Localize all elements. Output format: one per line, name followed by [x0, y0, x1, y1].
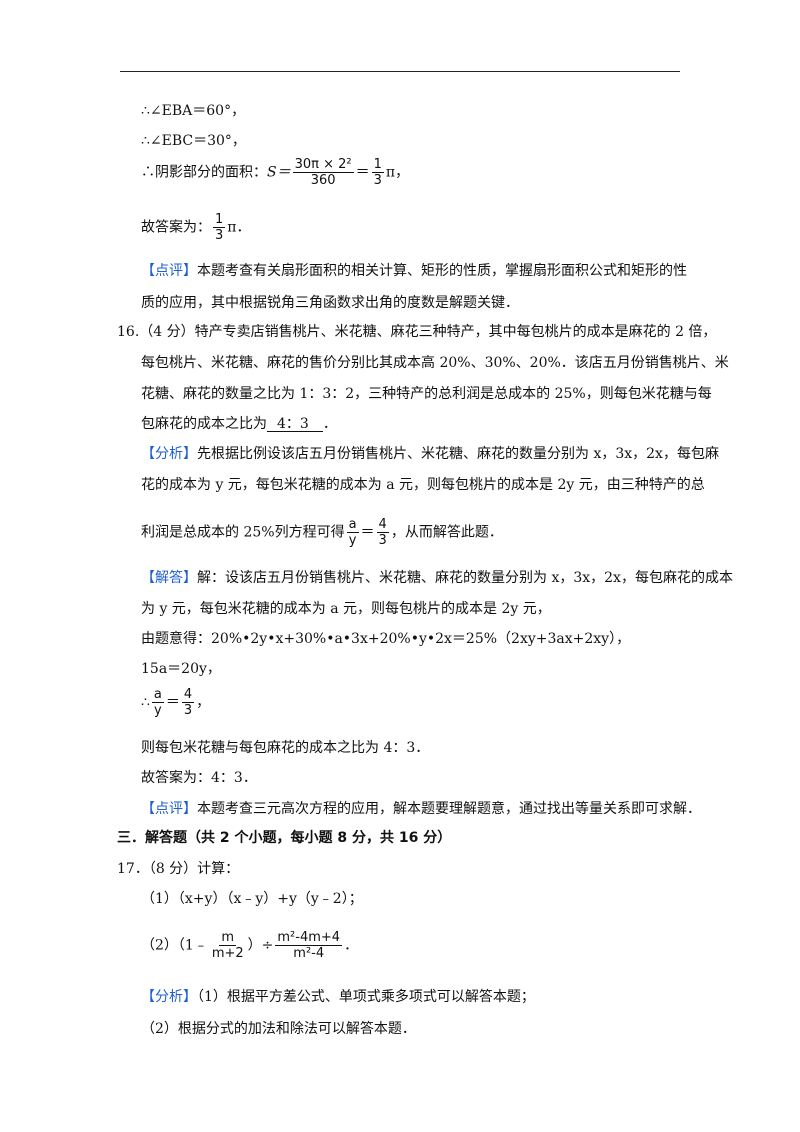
numerator: 4 [376, 517, 389, 533]
header-rule [120, 71, 680, 72]
text: π． [227, 219, 251, 236]
variable: S＝ [267, 164, 291, 181]
numerator: m²-4m+4 [275, 930, 343, 946]
text-line: 15a＝20y， [141, 661, 221, 677]
text: π， [385, 164, 410, 181]
text: 本题考查有关扇形面积的相关计算、矩形的性质，掌握扇形面积公式和矩形的性 [197, 263, 687, 279]
text-line: （2）根据分式的加法和除法可以解答本题． [141, 1021, 416, 1037]
text-line: 质的应用，其中根据锐角三角函数求出角的度数是解题关键． [141, 295, 519, 311]
solution-line: 【解答】解：设该店五月份销售桃片、米花糖、麻花的数量分别为 x，3x，2x，每包… [141, 571, 733, 585]
analysis-tag: 【分析】 [141, 989, 197, 1005]
text: ， [196, 694, 211, 711]
text: 先根据比例设该店五月份销售桃片、米花糖、麻花的数量分别为 x，3x，2x，每包麻 [197, 446, 719, 462]
numerator: m [219, 930, 237, 946]
denominator: y [154, 703, 162, 718]
analysis-tag: 【分析】 [141, 446, 197, 462]
text: ，从而解答此题． [390, 524, 503, 541]
denominator: 360 [310, 173, 336, 188]
text: 故答案为： [141, 219, 211, 236]
numerator: 4 [181, 687, 195, 703]
denominator: 3 [373, 173, 382, 188]
answer-blank: 4：3 [267, 417, 323, 432]
numerator: 1 [213, 212, 226, 228]
text: 包麻花的成本之比为 [141, 416, 267, 432]
text-line: 花的成本为 y 元，每包米花糖的成本为 a 元，则每包桃片的成本是 2y 元，由… [141, 477, 705, 493]
text: 利润是总成本的 25%列方程可得 [141, 524, 345, 541]
numerator: 30π × 2² [292, 157, 354, 173]
text-line: 花糖、麻花的数量之比为 1：3：2，三种特产的总利润是总成本的 25%，则每包米… [141, 386, 712, 402]
equals: ＝ [165, 694, 180, 711]
text: ． [322, 416, 337, 432]
numerator: a [346, 517, 359, 533]
comment-tag: 【点评】 [141, 263, 197, 279]
text-line: 每包桃片、米花糖、麻花的售价分别比其成本高 20%、30%、20%．该店五月份销… [141, 355, 729, 371]
denominator: y [348, 533, 357, 548]
text: （2）（1﹣ [141, 937, 208, 954]
numerator: 1 [371, 157, 384, 173]
text-line: 则每包米花糖与每包麻花的成本之比为 4：3． [141, 740, 430, 756]
text-line: ∴∠EBC＝30°， [141, 133, 246, 149]
comment-tag: 【点评】 [141, 801, 197, 817]
denominator: 3 [183, 703, 193, 718]
analysis-line: 【分析】（1）根据平方差公式、单项式乘多项式可以解答本题； [141, 990, 535, 1004]
text-line: ∴∠EBA＝60°， [141, 103, 246, 119]
comment-line: 【点评】本题考查三元高次方程的应用，解本题要理解题意，通过找出等量关系即可求解． [141, 802, 701, 816]
question-line: 16.（4 分）特产专卖店销售桃片、米花糖、麻花三种特产，其中每包桃片的成本是麻… [117, 324, 717, 340]
text-line: 故答案为：4：3． [141, 770, 257, 786]
question-line: 17．（8 分）计算： [117, 861, 240, 877]
text: ． [344, 937, 359, 954]
text-line: 为 y 元，每包米花糖的成本为 a 元，则每包桃片的成本是 2y 元， [141, 601, 551, 617]
denominator: m²-4 [293, 946, 325, 961]
analysis-line: 【分析】先根据比例设该店五月份销售桃片、米花糖、麻花的数量分别为 x，3x，2x… [141, 447, 719, 461]
equals: ＝ [355, 164, 370, 181]
solution-tag: 【解答】 [141, 570, 197, 586]
denominator: m+2 [211, 946, 244, 961]
equals: ＝ [360, 524, 375, 541]
denominator: 3 [378, 533, 387, 548]
numerator: a [151, 687, 164, 703]
text: 解：设该店五月份销售桃片、米花糖、麻花的数量分别为 x，3x，2x，每包麻花的成… [197, 570, 733, 586]
denominator: 3 [215, 228, 224, 243]
section-heading: 三．解答题（共 2 个小题，每小题 8 分，共 16 分） [117, 830, 452, 846]
text: 本题考查三元高次方程的应用，解本题要理解题意，通过找出等量关系即可求解． [197, 801, 701, 817]
text-line: 由题意得：20%•2y•x+30%•a•3x+20%•y•2x＝25%（2xy+… [141, 631, 631, 647]
text: ∴阴影部分的面积： [141, 164, 267, 181]
comment-line: 【点评】本题考查有关扇形面积的相关计算、矩形的性质，掌握扇形面积公式和矩形的性 [141, 264, 687, 278]
text-line: （1）（x+y）（x﹣y）+y（y﹣2）； [141, 891, 363, 907]
text: ∴ [141, 694, 150, 711]
text: ）÷ [247, 937, 274, 954]
text: （1）根据平方差公式、单项式乘多项式可以解答本题； [197, 989, 535, 1005]
